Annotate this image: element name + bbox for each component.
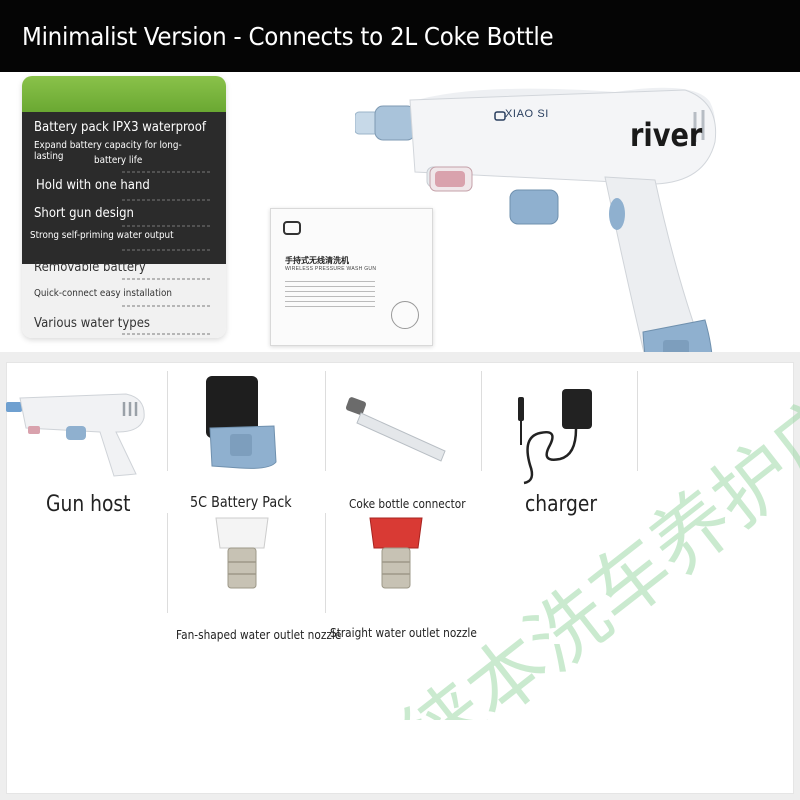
feature-one-hand: Hold with one hand: [36, 178, 150, 193]
feature-quick-connect: Quick-connect easy installation: [34, 288, 172, 299]
straight-nozzle-image: [369, 517, 423, 589]
brand-logo-icon: [283, 221, 301, 235]
feature-removable-battery: Removable battery: [34, 260, 146, 275]
charger-image: [518, 389, 592, 485]
feature-short-gun: Short gun design: [34, 206, 134, 221]
divider: [325, 371, 326, 471]
feature-card: Battery pack IPX3 waterproof Expand batt…: [22, 76, 226, 338]
feature-capacity-line2: battery life: [94, 155, 143, 166]
product-caption: river: [630, 116, 703, 154]
manual-subtitle: WIRELESS PRESSURE WASH GUN: [285, 266, 377, 272]
divider: [167, 371, 168, 471]
feature-water-types: Various water types: [34, 316, 151, 331]
header-bar: Minimalist Version - Connects to 2L Coke…: [0, 0, 800, 72]
fan-nozzle-image: [215, 517, 269, 589]
divider: [325, 513, 326, 613]
accessory-gun-host: Gun host: [46, 492, 131, 517]
feature-waterproof: Battery pack IPX3 waterproof: [34, 120, 206, 135]
accessory-bottle-connector: Coke bottle connector: [349, 497, 466, 511]
feature-divider-lines: [122, 171, 212, 335]
manual-text-lines: [285, 281, 375, 311]
accessory-battery-pack: 5C Battery Pack: [190, 493, 292, 511]
feature-capacity-line1: Expand battery capacity for long-lasting: [34, 140, 182, 162]
page-title: Minimalist Version - Connects to 2L Coke…: [22, 22, 554, 51]
divider: [637, 371, 638, 471]
gun-host-image: [6, 393, 145, 477]
pressure-washer-gun-image: [355, 87, 717, 392]
certification-seal-icon: [391, 301, 419, 329]
accessory-straight-nozzle: Straight water outlet nozzle: [330, 626, 477, 640]
accessory-fan-nozzle: Fan-shaped water outlet nozzle: [176, 628, 342, 642]
manual-title: 手持式无线清洗机: [285, 256, 349, 265]
feature-self-priming: Strong self-priming water output: [30, 230, 174, 241]
battery-pack-image: [206, 376, 277, 469]
bottle-connector-image: [345, 397, 446, 462]
manual-box: 手持式无线清洗机 WIRELESS PRESSURE WASH GUN: [270, 208, 433, 346]
gun-brand-label: XIAO SI: [505, 108, 549, 120]
divider: [481, 371, 482, 471]
card-light-section: [22, 264, 226, 338]
card-dark-section: [22, 112, 226, 264]
divider: [167, 513, 168, 613]
accessory-charger: charger: [525, 492, 598, 517]
card-accent-strip: [22, 76, 226, 112]
